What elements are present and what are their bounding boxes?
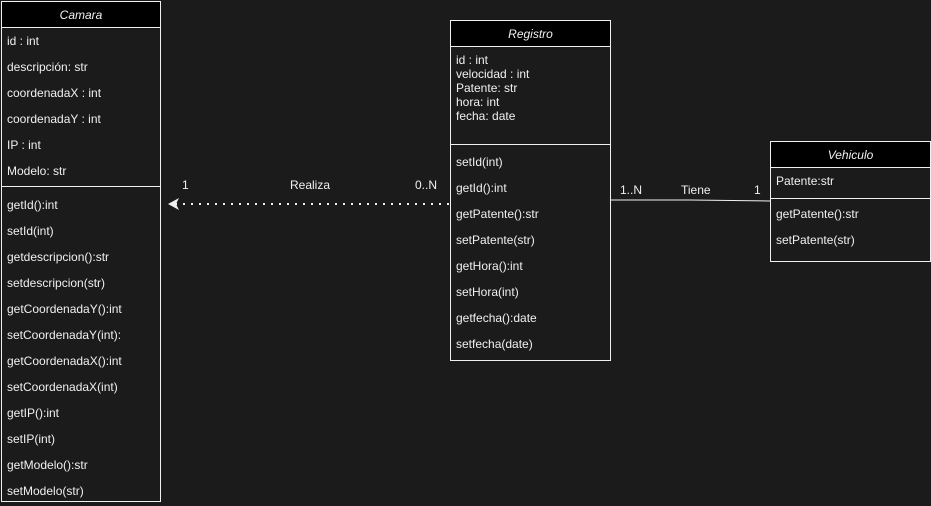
- camara-method-getip: getIP():int: [7, 406, 60, 420]
- camara-attr-coordenadax: coordenadaX : int: [7, 86, 102, 100]
- registro-attr-patente: Patente: str: [456, 81, 518, 95]
- realiza-source-multiplicity: 1: [182, 178, 189, 192]
- registro-attr-id: id : int: [456, 53, 489, 67]
- class-vehiculo-title: Vehiculo: [771, 142, 930, 168]
- registro-method-getpatente: getPatente():str: [456, 207, 539, 221]
- camara-method-setcoordenaday: setCoordenadaY(int):: [7, 328, 122, 342]
- registro-attr-hora: hora: int: [456, 95, 500, 109]
- realiza-target-multiplicity: 0..N: [415, 178, 438, 192]
- vehiculo-method-getpatente: getPatente():str: [776, 207, 859, 221]
- registro-attr-velocidad: velocidad : int: [456, 67, 530, 81]
- camara-method-setmodelo: setModelo(str): [7, 484, 84, 498]
- realiza-label: Realiza: [290, 178, 331, 192]
- vehiculo-method-setpatente: setPatente(str): [776, 233, 855, 247]
- realiza-arrowhead: [168, 198, 179, 210]
- class-registro[interactable]: Registro id : int velocidad : int Patent…: [450, 20, 611, 361]
- camara-method-getcoordenadax: getCoordenadaX():int: [7, 354, 122, 368]
- camara-attr-modelo: Modelo: str: [7, 164, 67, 178]
- camara-attr-descripcion: descripción: str: [7, 60, 88, 74]
- tiene-label: Tiene: [681, 183, 711, 197]
- registro-method-sethora: setHora(int): [456, 285, 519, 299]
- class-camara-title: Camara: [2, 2, 160, 28]
- registro-method-setid: setId(int): [456, 155, 503, 169]
- class-camara[interactable]: Camara id : int descripción: str coorden…: [1, 1, 161, 502]
- camara-method-setip: setIP(int): [7, 432, 56, 446]
- registro-method-getfecha: getfecha():date: [456, 311, 537, 325]
- camara-method-getcoordenaday: getCoordenadaY():int: [7, 302, 122, 316]
- camara-method-setid: setId(int): [7, 224, 54, 238]
- camara-method-setdescripcion: setdescripcion(str): [7, 276, 106, 290]
- camara-attr-coordenaday: coordenadaY : int: [7, 112, 101, 126]
- tiene-edge: [610, 199, 771, 202]
- vehiculo-attr-patente: Patente:str: [776, 174, 835, 188]
- camara-method-setcoordenadax: setCoordenadaX(int): [7, 380, 118, 394]
- registro-method-setpatente: setPatente(str): [456, 233, 535, 247]
- camara-method-getdescripcion: getdescripcion():str: [7, 250, 110, 264]
- class-registro-title: Registro: [451, 21, 610, 47]
- vehiculo-separator: [771, 198, 930, 199]
- camara-attr-id: id : int: [7, 34, 40, 48]
- registro-method-setfecha: setfecha(date): [456, 337, 533, 351]
- camara-method-getmodelo: getModelo():str: [7, 458, 88, 472]
- camara-method-getid: getId():int: [7, 198, 58, 212]
- tiene-target-multiplicity: 1: [754, 183, 761, 197]
- registro-method-gethora: getHora():int: [456, 259, 523, 273]
- registro-attr-fecha: fecha: date: [456, 109, 516, 123]
- tiene-source-multiplicity: 1..N: [620, 183, 643, 197]
- registro-method-getid: getId():int: [456, 181, 507, 195]
- registro-separator: [451, 144, 610, 145]
- class-vehiculo[interactable]: Vehiculo Patente:str getPatente():str se…: [770, 141, 931, 262]
- camara-attr-ip: IP : int: [7, 138, 41, 152]
- camara-separator: [2, 186, 160, 187]
